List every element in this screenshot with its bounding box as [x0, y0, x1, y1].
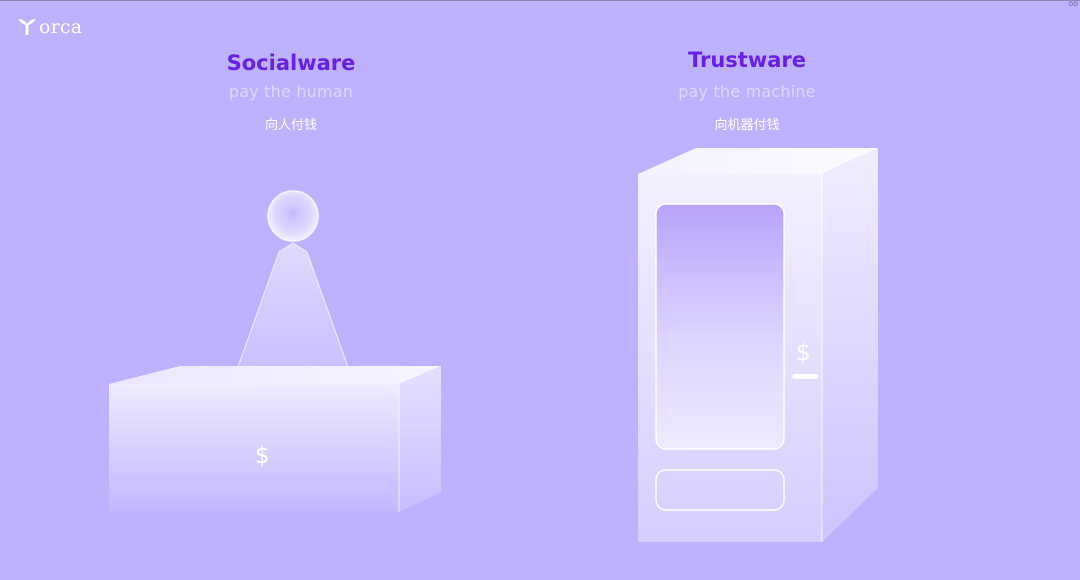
human-figure: [237, 190, 349, 368]
window-top-border: [0, 0, 1080, 1]
counter-desk: [109, 366, 441, 512]
brand-name: orca: [39, 16, 83, 38]
desk-dollar-sign: $: [255, 443, 270, 469]
human-head: [267, 190, 319, 242]
desk-side: [399, 366, 441, 512]
orca-tail-icon: [18, 19, 36, 35]
product-window: [655, 203, 785, 450]
socialware-title: Socialware: [226, 51, 356, 75]
trustware-subtitle-cn: 向机器付钱: [714, 118, 780, 133]
orca-logo: orca: [16, 14, 82, 40]
socialware-subtitle-cn: 向人付钱: [264, 118, 317, 133]
machine-top: [638, 148, 878, 174]
corner-marks: oo: [1068, 0, 1078, 8]
human-body: [237, 242, 349, 368]
machine-side: [822, 148, 878, 542]
machine-dollar-sign: $: [796, 340, 811, 366]
socialware-subtitle: pay the human: [228, 82, 354, 101]
desk-front: [109, 384, 399, 512]
trustware-subtitle: pay the machine: [678, 82, 816, 101]
vending-machine: [638, 148, 878, 542]
desk-top: [109, 366, 441, 384]
dispense-tray: [655, 469, 785, 511]
trustware-title: Trustware: [687, 48, 807, 72]
coin-slot: [792, 374, 818, 379]
